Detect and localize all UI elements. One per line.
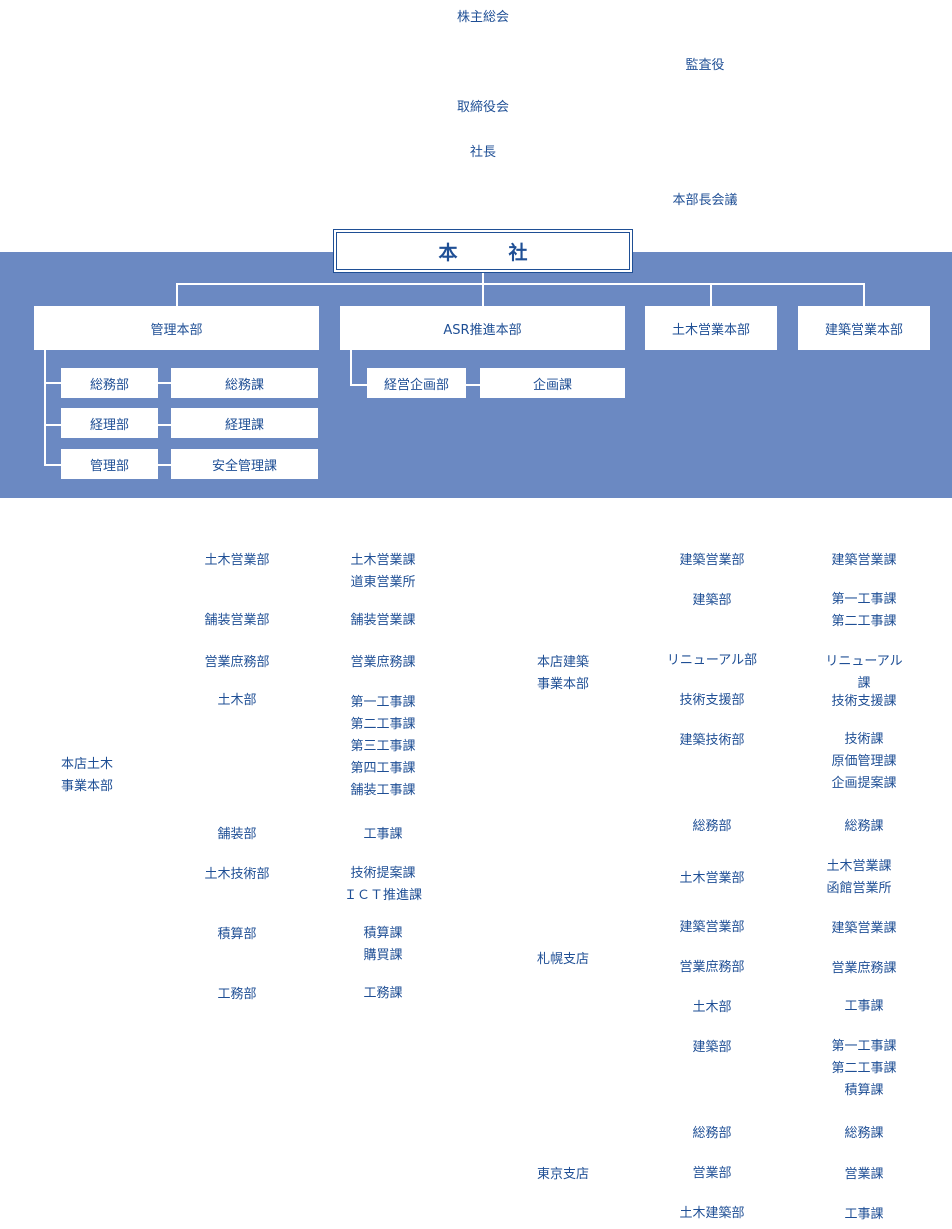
president: 社長 [469, 145, 497, 160]
arch-hq-name: 本店建築 事業本部 [536, 655, 590, 692]
civil-sections: 工務課 [363, 986, 403, 1001]
sapporo-sections: 総務課 [844, 819, 884, 834]
civil-sections: 工事課 [363, 827, 403, 842]
civil-dept: 工務部 [217, 987, 257, 1002]
shareholders-meeting: 株主総会 [456, 10, 510, 25]
civil-sections: 第一工事課 第二工事課 第三工事課 第四工事課 舗装工事課 [350, 695, 416, 798]
kanri-section-box: 総務課 [171, 368, 318, 398]
sapporo-dept: 営業庶務部 [679, 960, 745, 975]
sapporo-dept: 建築部 [692, 1040, 732, 1055]
connector-line [44, 350, 46, 466]
kanri-section-box: 安全管理課 [171, 449, 318, 479]
sapporo-sections: 土木営業課 函館営業所 [826, 859, 892, 896]
arch-dept: 建築部 [692, 593, 732, 608]
connector-line [158, 464, 171, 466]
connector-line [158, 424, 171, 426]
arch-sections: リニューアル課 [825, 654, 903, 691]
head-office-band [0, 252, 952, 498]
connector-line [44, 464, 61, 466]
sapporo-dept: 土木部 [692, 1000, 732, 1015]
civil-sections: 土木営業課 道東営業所 [350, 553, 416, 590]
civil-dept: 積算部 [217, 927, 257, 942]
civil-dept: 舗装部 [217, 827, 257, 842]
asr-section-box: 企画課 [480, 368, 625, 398]
kanri-section-box: 経理課 [171, 408, 318, 438]
arch-sections: 建築営業課 [831, 553, 897, 568]
sapporo-sections: 第一工事課 第二工事課 積算課 [831, 1039, 897, 1098]
connector-line [176, 283, 865, 285]
connector-line [710, 283, 712, 306]
division-asr: ASR推進本部 [340, 306, 625, 350]
tokyo-sections: 総務課 [844, 1126, 884, 1141]
connector-line [482, 273, 484, 306]
sapporo-branch-name: 札幌支店 [536, 952, 590, 967]
arch-sections: 技術支援課 [831, 694, 897, 709]
connector-line [466, 384, 480, 386]
kanri-dept-box: 管理部 [61, 449, 158, 479]
division-civil-sales: 土木営業本部 [645, 306, 777, 350]
board-of-directors: 取締役会 [456, 100, 510, 115]
tokyo-dept: 営業部 [692, 1166, 732, 1181]
arch-dept: 建築技術部 [679, 733, 745, 748]
arch-dept: 技術支援部 [679, 693, 745, 708]
sapporo-sections: 工事課 [844, 999, 884, 1014]
arch-sections: 第一工事課 第二工事課 [831, 592, 897, 629]
civil-dept: 土木部 [217, 693, 257, 708]
civil-dept: 舗装営業部 [204, 613, 270, 628]
arch-dept: 建築営業部 [679, 553, 745, 568]
division-kanri: 管理本部 [34, 306, 319, 350]
connector-line [350, 350, 352, 386]
connector-line [158, 382, 171, 384]
sapporo-sections: 営業庶務課 [831, 961, 897, 976]
connector-line [863, 283, 865, 306]
civil-sections: 舗装営業課 [350, 613, 416, 628]
tokyo-sections: 工事課 [844, 1207, 884, 1222]
sapporo-dept: 土木営業部 [679, 871, 745, 886]
civil-dept: 土木技術部 [204, 867, 270, 882]
tokyo-dept: 土木建築部 [679, 1206, 745, 1221]
civil-sections: 技術提案課 ＩＣＴ推進課 [343, 866, 423, 903]
sapporo-dept: 総務部 [692, 819, 732, 834]
connector-line [176, 283, 178, 306]
arch-sections: 技術課 原価管理課 企画提案課 [831, 732, 897, 791]
division-heads-meeting: 本部長会議 [672, 193, 738, 208]
connector-line [350, 384, 367, 386]
civil-dept: 土木営業部 [204, 553, 270, 568]
civil-hq-name: 本店土木 事業本部 [60, 757, 114, 794]
division-arch-sales: 建築営業本部 [798, 306, 930, 350]
auditor: 監査役 [685, 58, 725, 73]
connector-line [44, 382, 61, 384]
sapporo-dept: 建築営業部 [679, 920, 745, 935]
connector-line [44, 424, 61, 426]
civil-dept: 営業庶務部 [204, 655, 270, 670]
sapporo-sections: 建築営業課 [831, 921, 897, 936]
honsha-title: 本 社 [336, 232, 630, 270]
kanri-dept-box: 経理部 [61, 408, 158, 438]
civil-sections: 営業庶務課 [350, 655, 416, 670]
civil-sections: 積算課 購買課 [363, 926, 403, 963]
kanri-dept-box: 総務部 [61, 368, 158, 398]
asr-dept-box: 経営企画部 [367, 368, 466, 398]
arch-dept: リニューアル部 [666, 653, 758, 668]
tokyo-sections: 営業課 [844, 1167, 884, 1182]
tokyo-dept: 総務部 [692, 1126, 732, 1141]
tokyo-branch-name: 東京支店 [536, 1167, 590, 1182]
